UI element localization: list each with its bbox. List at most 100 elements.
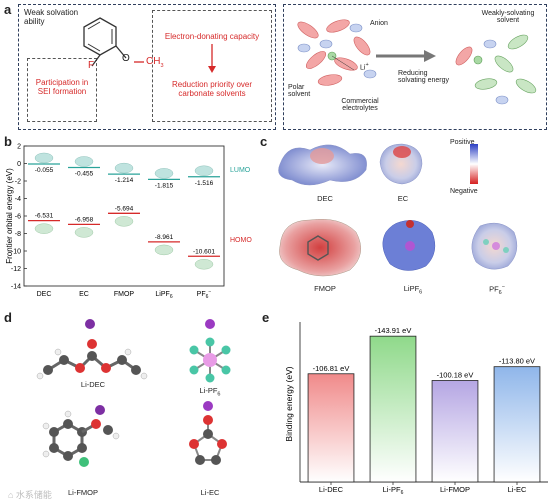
lumo-orbital <box>74 156 94 167</box>
panel-a-left-box <box>18 4 276 130</box>
esp-label-dec: DEC <box>317 194 333 203</box>
down-arrow-icon <box>208 44 216 73</box>
esp-legend-bar <box>470 144 478 184</box>
b-ylabel: Frontier orbital energy (eV) <box>5 168 14 264</box>
esp-ec <box>379 143 423 185</box>
panel-letter-d: d <box>4 310 12 325</box>
lumo-value-label: -1.516 <box>195 180 214 187</box>
li-pf6-model <box>189 319 231 383</box>
homo-orbital <box>74 227 94 238</box>
sei-box <box>27 58 97 122</box>
b-ytick-label: -2 <box>15 179 21 186</box>
atom-o: O <box>122 53 130 64</box>
esp-maps <box>278 143 518 277</box>
fmop-structure <box>83 17 144 67</box>
homo-value-label: -8.961 <box>155 234 174 241</box>
binding-category-label: Li-PF6 <box>383 485 404 496</box>
homo-orbital <box>114 216 134 227</box>
lumo-value-label: -0.455 <box>75 170 94 177</box>
b-ytick-label: 0 <box>17 161 21 168</box>
panel-letter-a: a <box>4 2 12 17</box>
lumo-orbital <box>194 165 214 176</box>
binding-bar <box>369 335 417 483</box>
homo-orbital <box>194 259 214 270</box>
reducing-label: Reducing solvating energy <box>398 70 449 84</box>
binding-value-label: -106.81 eV <box>313 364 350 373</box>
solvation-diagram <box>297 19 537 105</box>
commercial-label: Commercial electrolytes <box>341 98 379 112</box>
li-ion-label: Li+ <box>360 62 369 72</box>
b-category-label: PF6− <box>197 289 212 300</box>
legend-negative: Negative <box>450 188 478 195</box>
homo-value-label: -10.601 <box>193 248 215 255</box>
homo-value-label: -6.958 <box>75 216 94 223</box>
weakly-label: Weakly-solvating solvent <box>481 10 535 24</box>
lumo-orbital <box>154 168 174 179</box>
panel-letter-b: b <box>4 134 12 149</box>
donating-box <box>152 10 272 122</box>
b-category-label: LiPF6 <box>155 291 172 300</box>
label-li-fmop: Li-FMOP <box>68 488 98 497</box>
b-ytick-label: -8 <box>15 231 21 238</box>
binding-category-label: Li-FMOP <box>440 485 470 494</box>
label-li-ec: Li-EC <box>200 488 220 497</box>
homo-orbital <box>154 244 174 256</box>
b-ytick-label: -6 <box>15 214 21 221</box>
li-ec-model <box>189 401 227 465</box>
esp-label-lipf6: LiPF6 <box>403 284 423 296</box>
li-fmop-model <box>42 405 120 467</box>
donating-text: Electron-donating capacity <box>164 32 260 41</box>
frontier-orbital-chart: Frontier orbital energy (eV) 20-2-4-6-8-… <box>5 144 252 301</box>
lumo-orbital <box>34 152 54 164</box>
lumo-label: LUMO <box>230 167 251 174</box>
esp-label-pf6: PF6− <box>489 284 505 296</box>
lumo-value-label: -1.815 <box>155 182 174 189</box>
esp-dec <box>278 144 367 186</box>
sei-text: Participation in SEI formation <box>35 78 89 97</box>
legend-positive: Positive <box>450 139 475 146</box>
b-ytick-label: 2 <box>17 144 21 151</box>
li-dec-model <box>36 319 148 380</box>
anion-label: Anion <box>370 20 388 27</box>
b-category-label: EC <box>79 291 89 298</box>
b-ytick-label: -14 <box>11 284 21 291</box>
reduction-text: Reduction priority over carbonate solven… <box>171 80 253 99</box>
homo-label: HOMO <box>230 237 252 244</box>
label-li-dec: Li-DEC <box>80 380 106 389</box>
binding-category-label: Li-EC <box>508 485 527 494</box>
b-category-label: FMOP <box>114 291 135 298</box>
homo-value-label: -5.694 <box>115 205 134 212</box>
binding-value-label: -143.91 eV <box>375 326 412 335</box>
group-ch3: CH3 <box>146 56 164 69</box>
homo-orbital <box>34 223 54 234</box>
binding-bar <box>307 373 355 483</box>
panel-letter-c: c <box>260 134 268 149</box>
b-ytick-label: -10 <box>11 249 21 256</box>
weak-solvation-text: Weak solvation ability <box>24 8 79 27</box>
binding-bar <box>431 380 479 483</box>
binding-energy-chart: Binding energy (eV) -106.81 eV Li-DEC -143… <box>284 322 548 496</box>
panel-letter-e: e <box>262 310 270 325</box>
esp-fmop <box>279 219 362 277</box>
binding-value-label: -100.18 eV <box>437 370 474 379</box>
b-marks: -0.055 -6.531 -0.455 -6.958 -1.214 -5.694 -1.8… <box>28 152 220 270</box>
binding-category-label: Li-DEC <box>319 485 344 494</box>
lumo-value-label: -1.214 <box>115 177 134 184</box>
lumo-orbital <box>114 162 134 174</box>
esp-label-fmop: FMOP <box>314 284 336 293</box>
esp-label-ec: EC <box>397 194 409 203</box>
label-li-pf6: Li-PF6 <box>199 386 221 398</box>
b-ytick-label: -12 <box>11 266 21 273</box>
watermark-text: ⌂ 水系储能 <box>8 490 52 500</box>
b-category-label: DEC <box>37 291 52 298</box>
polar-solvent-label: Polar solvent <box>288 84 311 98</box>
e-bars: -106.81 eV Li-DEC -143.91 eV Li-PF6 -100.18 … <box>299 322 548 496</box>
homo-value-label: -6.531 <box>35 213 54 220</box>
b-ytick-label: -4 <box>15 196 21 203</box>
binding-bar <box>493 366 541 483</box>
e-ylabel: Binding energy (eV) <box>284 366 294 441</box>
atom-f: F <box>88 60 95 71</box>
lumo-value-label: -0.055 <box>35 167 54 174</box>
panel-a-right-box <box>283 4 547 130</box>
